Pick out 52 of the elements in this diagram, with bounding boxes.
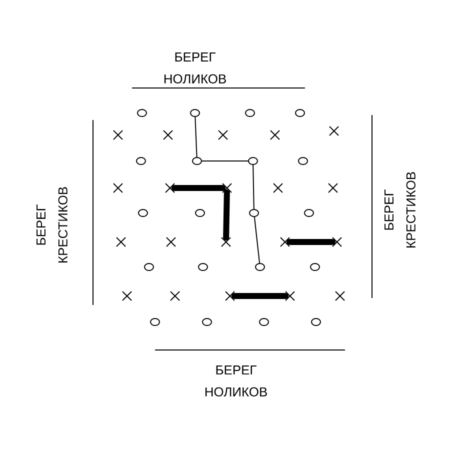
cross-mark (221, 237, 231, 247)
cross-mark (222, 183, 232, 193)
cross-mark (166, 237, 176, 247)
circle-mark (310, 263, 320, 271)
circle-mark (150, 318, 160, 326)
cross-mark (273, 183, 283, 193)
circle-mark (137, 109, 147, 117)
bridge-line (172, 185, 226, 191)
circle-mark (255, 263, 265, 271)
cross-mark (163, 130, 173, 140)
bridge-line (223, 190, 230, 240)
circle-mark (195, 209, 205, 217)
cross-mark (285, 291, 295, 301)
path-line (254, 216, 260, 264)
shore-label: БЕРЕГ НОЛИКОВ (164, 52, 226, 84)
cross-mark (113, 183, 123, 193)
path-line (202, 160, 248, 162)
cross-mark (116, 237, 126, 247)
cross-mark (335, 291, 345, 301)
circle-mark (198, 263, 208, 271)
circle-mark (136, 157, 146, 165)
shore-label: БЕРЕГ НОЛИКОВ (205, 366, 267, 396)
shore-label: БЕРЕГ КРЕСТИКОВ (36, 187, 68, 262)
circle-mark (202, 318, 212, 326)
circle-mark (249, 209, 259, 217)
circle-mark (245, 109, 255, 117)
cross-mark (280, 237, 290, 247)
circle-mark (144, 263, 154, 271)
path-line (252, 164, 254, 210)
cross-mark (332, 237, 342, 247)
circle-mark (192, 157, 202, 165)
cross-mark (170, 291, 180, 301)
cross-mark (113, 130, 123, 140)
circle-mark (190, 109, 200, 117)
bridge-line (232, 293, 288, 299)
circle-mark (295, 109, 305, 117)
bridge-line (286, 239, 336, 245)
circle-mark (259, 318, 269, 326)
circle-mark (298, 157, 308, 165)
cross-mark (165, 183, 175, 193)
cross-mark (225, 291, 235, 301)
circle-mark (138, 209, 148, 217)
circle-mark (248, 157, 258, 165)
cross-mark (328, 183, 338, 193)
cross-mark (122, 291, 132, 301)
cross-mark (270, 130, 280, 140)
path-line (194, 116, 198, 158)
circle-mark (304, 209, 314, 217)
cross-mark (329, 126, 339, 136)
shore-label: БЕРЕГ КРЕСТИКОВ (384, 172, 416, 248)
circle-mark (311, 318, 321, 326)
cross-mark (218, 130, 228, 140)
